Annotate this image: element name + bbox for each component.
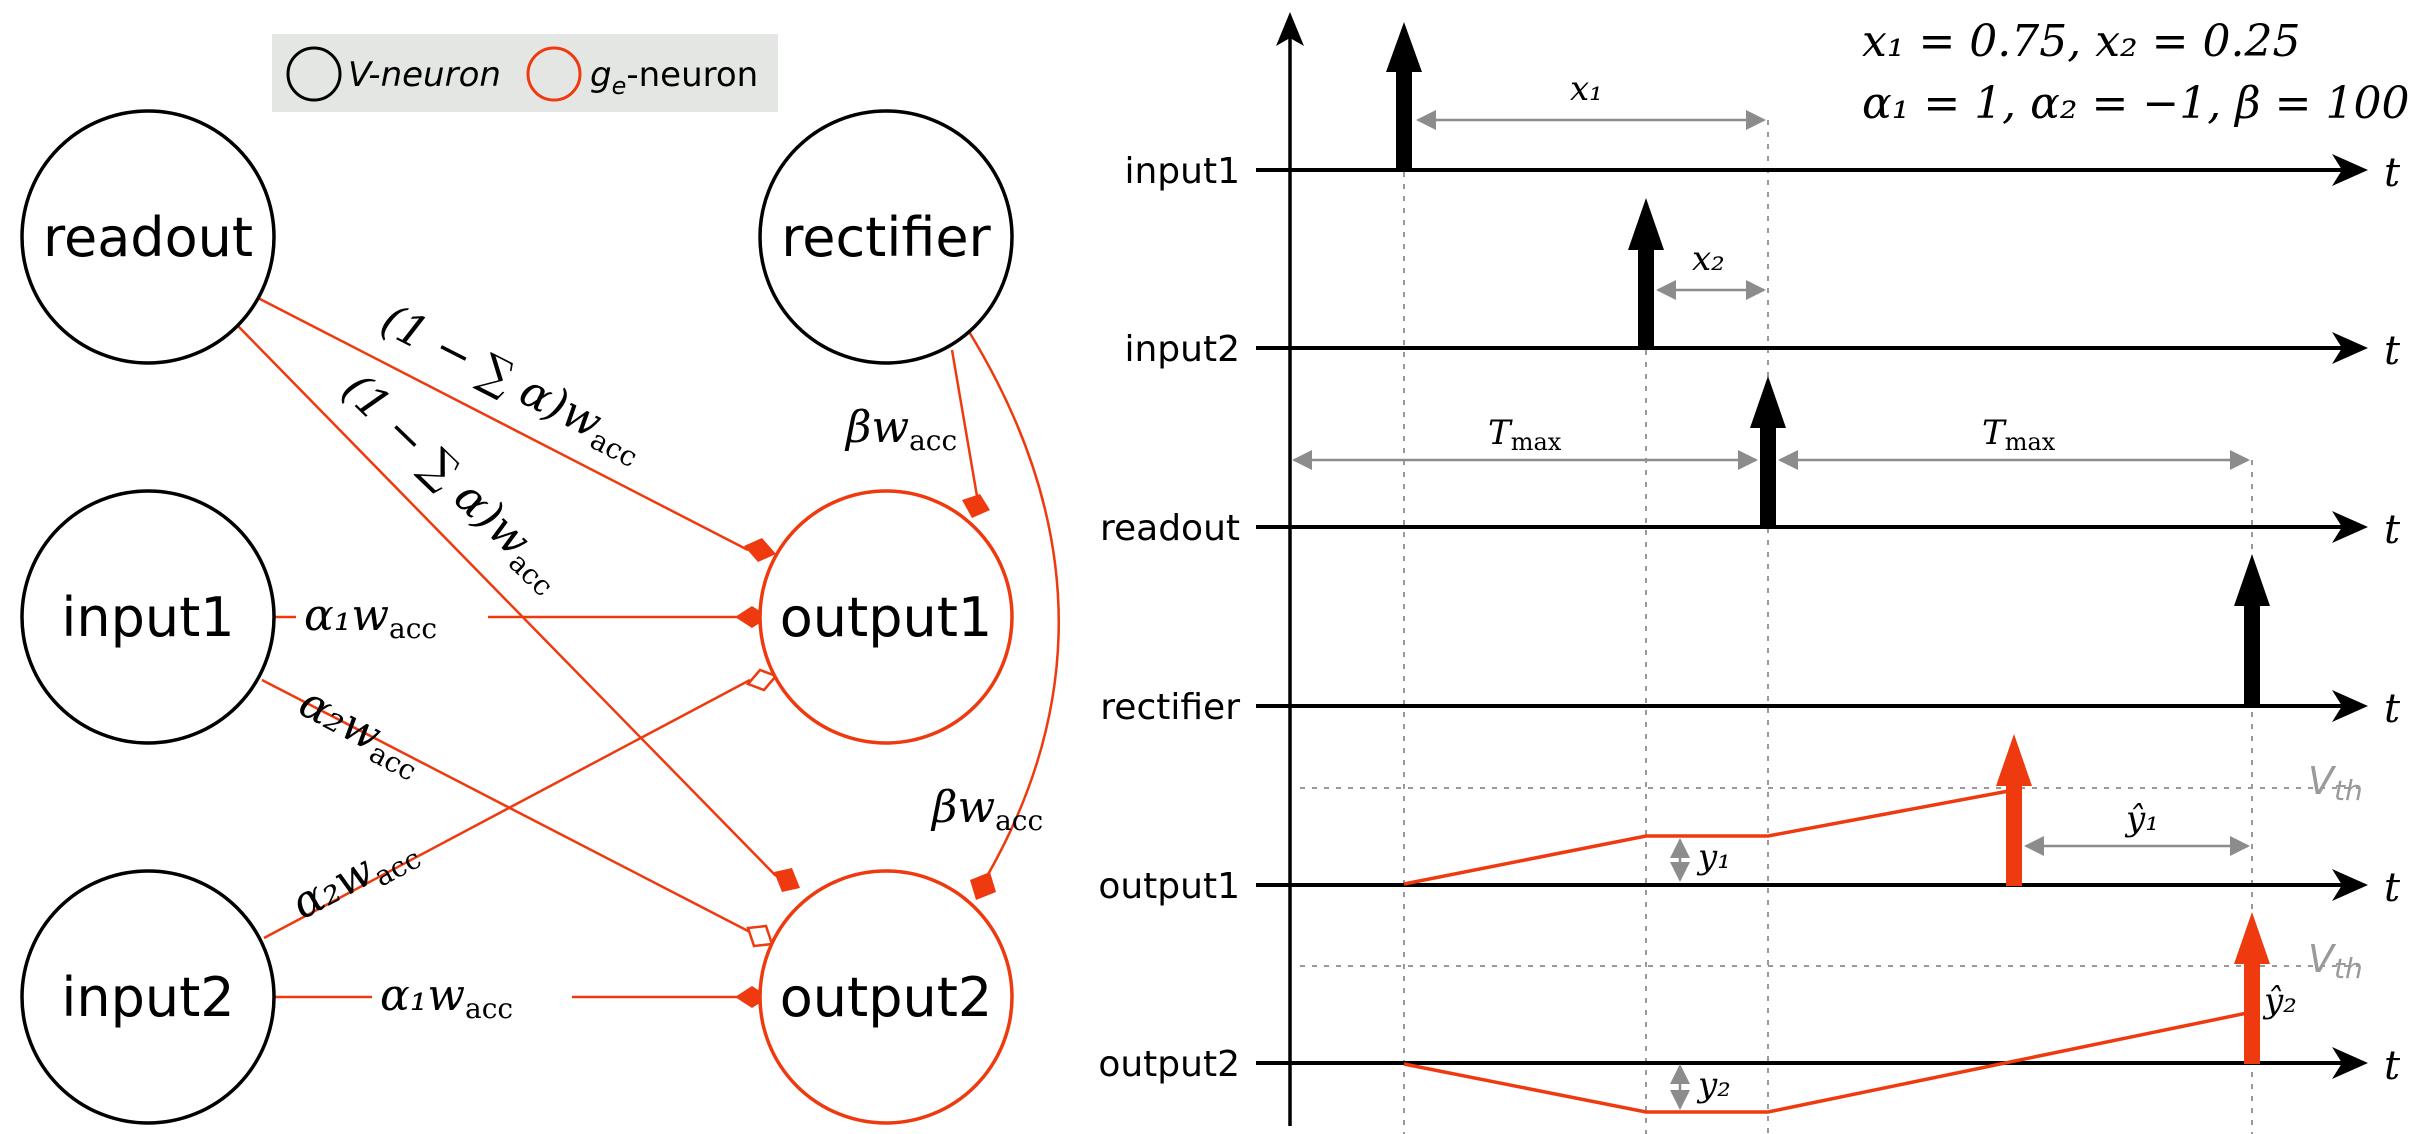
legend-box [272, 34, 778, 112]
input2-label: input2 [61, 966, 234, 1029]
y1-label: y₁ [1696, 837, 1731, 877]
legend-ge-label: g [590, 55, 612, 95]
edge-input2-output1 [263, 678, 751, 940]
edge-rectifier-output1 [950, 349, 980, 503]
input1-node [20, 489, 276, 745]
legend-ge-suffix: -neuron [626, 55, 758, 95]
spike-rectifier [2234, 554, 2270, 708]
axis-arrow-icon [1276, 12, 1304, 46]
edge-terminals [735, 494, 996, 1008]
edge-label-input1-output1: α₁wacc [304, 590, 437, 645]
edge-label-input2-output2: α₁wacc [380, 970, 513, 1025]
vth-label-1: Vth [2308, 759, 2363, 807]
edge-label-input1-output2: α₂wacc [289, 677, 432, 788]
ge-neuron-legend-icon [526, 46, 582, 102]
edge-input1-output2 [261, 678, 751, 934]
t-label: t [2384, 686, 2401, 732]
synapse-terminal-icon [970, 872, 996, 900]
output1-trace [1403, 788, 2015, 886]
t-label: t [2384, 328, 2401, 374]
rectifier-node [758, 109, 1014, 365]
y2-label: y₂ [1696, 1065, 1731, 1105]
v-neuron-legend-icon [286, 46, 342, 102]
black-spikes [1386, 22, 2270, 708]
edge-readout-output1 [257, 296, 749, 552]
edge-label-input2-output1: α₂wacc [283, 822, 426, 933]
row-label-output2: output2 [1098, 1044, 1240, 1085]
time-axes [1256, 168, 2350, 1065]
output2-label: output2 [780, 966, 992, 1029]
orange-spikes [1996, 734, 2270, 1064]
readout-node [20, 109, 276, 365]
rectifier-label: rectifier [781, 206, 991, 269]
nodes [20, 109, 1014, 1125]
row-label-rectifier: rectifier [1100, 687, 1240, 728]
legend: V-neuron ge-neuron [272, 34, 778, 112]
membrane-traces [1403, 788, 2253, 1114]
t-label: t [2384, 150, 2401, 196]
spike-input1 [1386, 22, 1422, 172]
yhat1-label: ŷ₁ [2124, 799, 2159, 839]
params-line1: x₁ = 0.75, x₂ = 0.25 [1862, 16, 2301, 67]
vertical-axis [1276, 12, 1304, 1126]
row-label-output1: output1 [1098, 866, 1240, 907]
t-label: t [2384, 865, 2401, 911]
legend-v-label: V-neuron [348, 55, 501, 95]
spike-input2 [1628, 198, 1664, 350]
synapse-terminal-icon [962, 494, 990, 518]
axis-arrow-icon [2332, 869, 2368, 901]
input1-label: input1 [61, 586, 234, 649]
params-line2: α₁ = 1, α₂ = −1, β = 100 [1862, 78, 2409, 129]
output2-node [758, 869, 1014, 1125]
guide-lines [1300, 120, 2360, 1134]
axis-arrow-icon [2332, 1047, 2368, 1079]
measure-arrows [1292, 110, 2250, 1110]
edge-label-rectifier-output2: βwacc [930, 782, 1043, 837]
synapse-terminal-icon [774, 868, 800, 892]
x1-label: x₁ [1570, 69, 1603, 109]
output2-trace [1403, 1010, 2253, 1114]
legend-ge-sub: e [612, 72, 627, 100]
inhibitory-terminal-icon [746, 924, 774, 948]
x2-label: x₂ [1692, 239, 1725, 279]
tmax-label-2: Tmax [1982, 413, 2056, 456]
readout-label: readout [43, 206, 253, 269]
row-label-input1: input1 [1124, 151, 1240, 192]
t-label: t [2384, 1043, 2401, 1089]
edge-label-rectifier-output1: βwacc [844, 402, 957, 457]
label-backgrounds [296, 586, 572, 1024]
svg-text:V-neuron: V-neuron [348, 55, 501, 95]
axis-arrow-icon [2332, 511, 2368, 543]
input2-node [20, 869, 276, 1125]
spike-readout [1750, 376, 1786, 528]
axis-arrow-icon [2332, 690, 2368, 722]
time-axis-arrows [2332, 154, 2368, 1079]
t-label: t [2384, 507, 2401, 553]
output1-node [758, 489, 1014, 745]
edge-readout-output2 [237, 325, 777, 877]
vth-label-2: Vth [2308, 937, 2363, 985]
svg-text:ge-neuron: ge-neuron [590, 55, 758, 100]
synapse-terminal-icon [744, 538, 776, 562]
axis-arrow-icon [2332, 332, 2368, 364]
output1-label: output1 [780, 586, 992, 649]
tmax-label-1: Tmax [1488, 413, 1562, 456]
row-label-readout: readout [1100, 508, 1240, 549]
yhat2-label: ŷ₂ [2262, 981, 2297, 1021]
row-label-input2: input2 [1124, 329, 1240, 370]
spike-output2 [2234, 912, 2270, 1064]
axis-arrow-icon [2332, 154, 2368, 186]
spike-output1 [1996, 734, 2032, 886]
edge-rectifier-output2 [966, 329, 1060, 879]
